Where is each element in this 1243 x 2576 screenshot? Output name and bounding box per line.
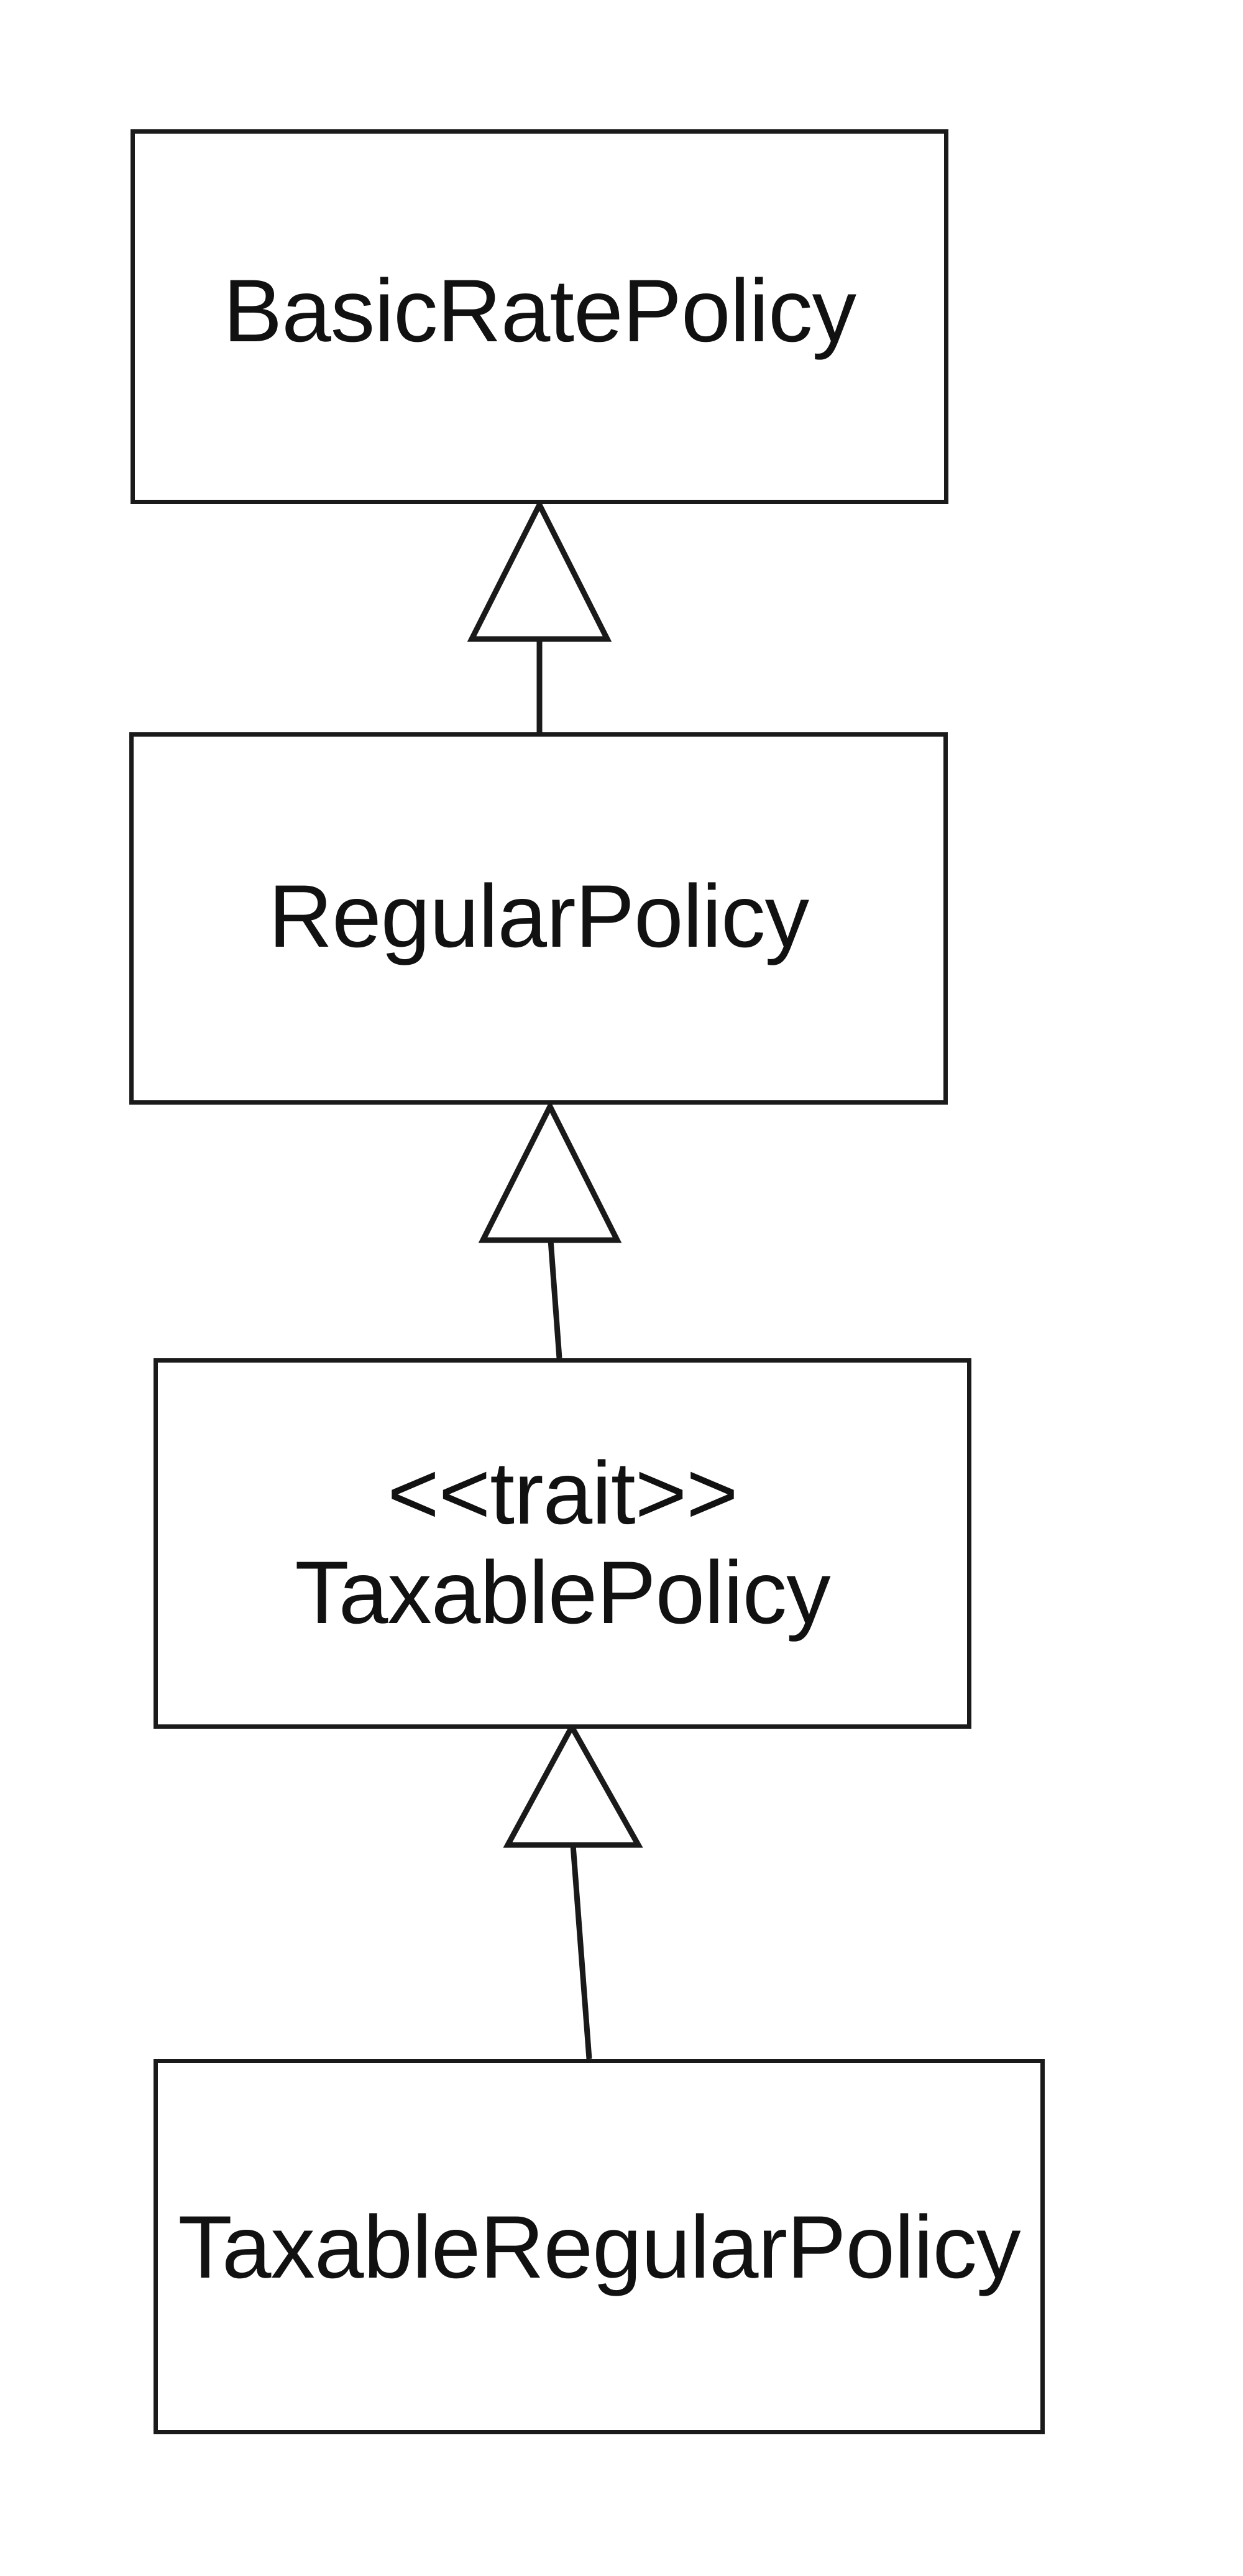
generalization-stem-3 — [570, 1844, 592, 2059]
hollow-triangle-arrowhead-1 — [467, 499, 612, 642]
uml-class-basic-rate-policy[interactable]: BasicRatePolicy — [131, 129, 948, 504]
generalization-arrow-taxablepolicy-to-regularpolicy[interactable] — [467, 1104, 635, 1360]
generalization-connector-taxablepolicy-to-regularpolicy — [478, 1100, 622, 1359]
uml-class-taxable-policy[interactable]: <<trait>> TaxablePolicy — [154, 1358, 971, 1729]
hollow-triangle-arrowhead-2 — [478, 1100, 622, 1243]
generalization-connector-taxableregularpolicy-to-taxablepolicy — [503, 1721, 643, 2059]
uml-stereotype-taxable-policy: <<trait>> — [387, 1443, 738, 1543]
uml-class-name-basic-rate-policy: BasicRatePolicy — [222, 262, 856, 361]
uml-class-name-regular-policy: RegularPolicy — [268, 867, 809, 967]
generalization-arrow-regularpolicy-to-basicratepolicy[interactable] — [457, 502, 625, 735]
generalization-arrow-taxableregularpolicy-to-taxablepolicy[interactable] — [491, 1726, 665, 2061]
uml-class-taxable-regular-policy[interactable]: TaxableRegularPolicy — [154, 2059, 1045, 2434]
uml-class-regular-policy[interactable]: RegularPolicy — [129, 732, 948, 1105]
hollow-triangle-arrowhead-3 — [503, 1721, 643, 1848]
generalization-stem-2 — [548, 1240, 562, 1359]
uml-class-name-taxable-regular-policy: TaxableRegularPolicy — [178, 2197, 1021, 2297]
uml-class-name-taxable-policy: TaxablePolicy — [295, 1543, 830, 1642]
generalization-connector-regularpolicy-to-basicratepolicy — [467, 499, 612, 732]
